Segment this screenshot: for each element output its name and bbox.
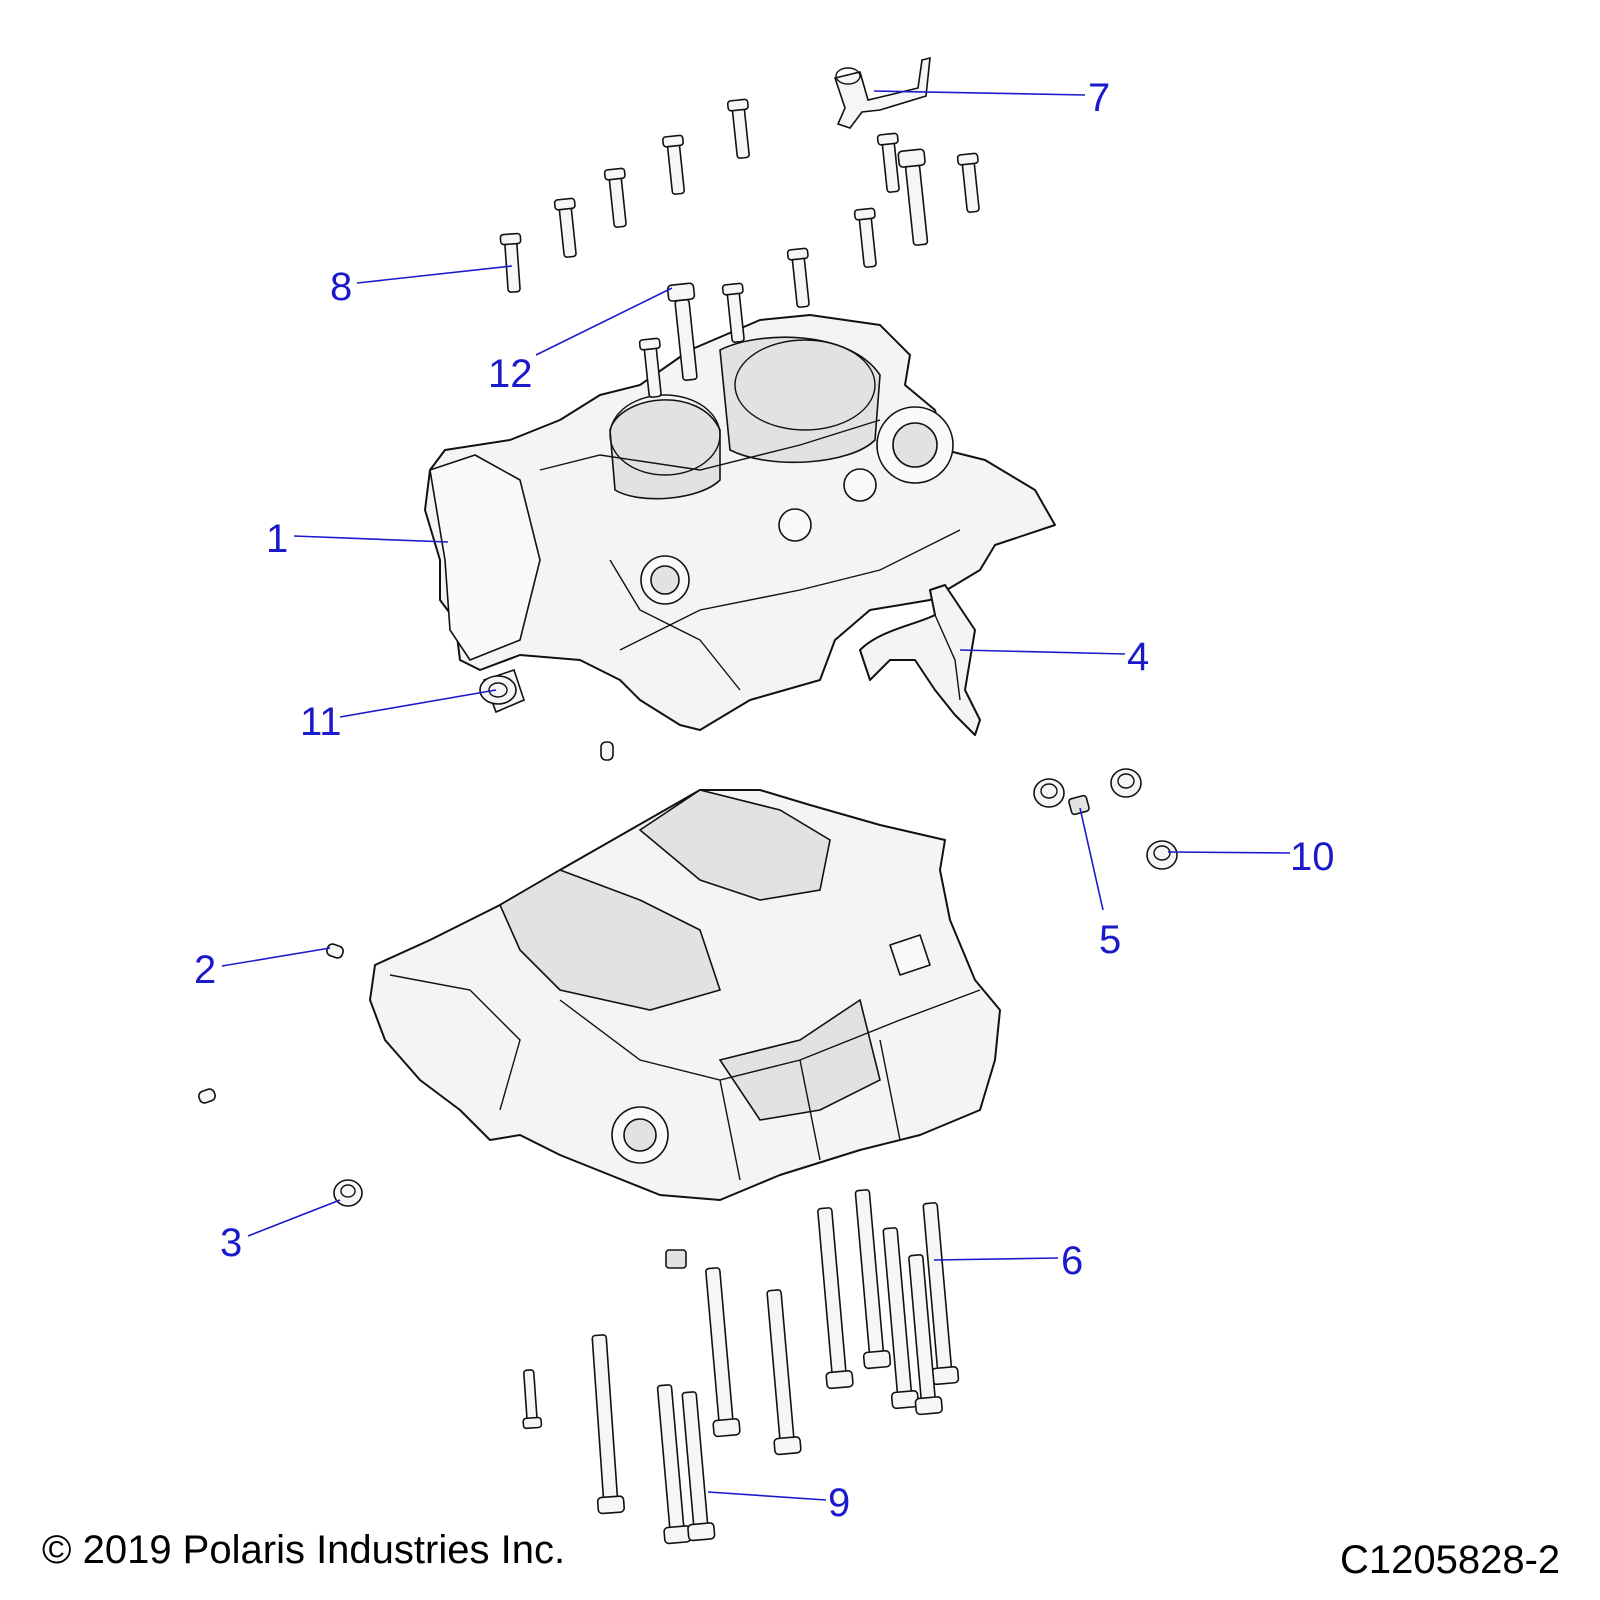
leader-1 — [293, 535, 449, 543]
leader-6 — [933, 1257, 1059, 1261]
leader-9 — [707, 1491, 827, 1501]
leader-lines — [221, 90, 1291, 1501]
leader-11 — [339, 689, 497, 718]
callout-10: 10 — [1290, 835, 1335, 879]
leader-2 — [221, 947, 331, 967]
callout-1: 1 — [266, 517, 288, 561]
leader-4 — [959, 649, 1126, 655]
leader-8 — [356, 265, 513, 284]
dowel-pin-center — [600, 741, 614, 761]
plugs-part-10 — [1033, 768, 1178, 870]
plug-part-11 — [479, 668, 525, 714]
leader-3 — [247, 1199, 341, 1237]
drawing-number: C1205828-2 — [1340, 1538, 1561, 1582]
callout-9: 9 — [828, 1481, 850, 1525]
lower-crankcase — [369, 789, 1001, 1201]
bolt-part-12 — [666, 282, 698, 381]
dowel-part-2 — [326, 943, 344, 959]
leader-7 — [873, 90, 1086, 96]
callout-12: 12 — [488, 352, 533, 396]
callout-8: 8 — [330, 265, 352, 309]
callout-11: 11 — [300, 700, 342, 744]
plug-part-5 — [1068, 794, 1090, 816]
bracket-part-4 — [859, 584, 981, 736]
callout-6: 6 — [1061, 1239, 1083, 1283]
bolts-part-8 — [499, 98, 980, 398]
leader-5 — [1079, 807, 1104, 911]
upper-crankcase — [424, 314, 1056, 731]
callout-5: 5 — [1099, 918, 1121, 962]
callout-labels: 1 2 3 4 5 6 7 8 9 10 11 12 — [194, 76, 1335, 1525]
leader-10 — [1167, 851, 1291, 854]
bolts-part-9 — [522, 1267, 802, 1545]
plug-part-3 — [333, 1179, 363, 1207]
callout-4: 4 — [1127, 635, 1149, 679]
callout-2: 2 — [194, 948, 216, 992]
drain-plug — [665, 1249, 687, 1269]
fitting-part-7 — [833, 56, 931, 129]
callout-7: 7 — [1088, 76, 1110, 120]
leader-12 — [535, 287, 673, 356]
copyright-notice: © 2019 Polaris Industries Inc. — [42, 1528, 566, 1572]
callout-3: 3 — [220, 1221, 242, 1265]
dowel-pin-left — [198, 1088, 216, 1104]
bolts-part-6 — [817, 1189, 960, 1416]
